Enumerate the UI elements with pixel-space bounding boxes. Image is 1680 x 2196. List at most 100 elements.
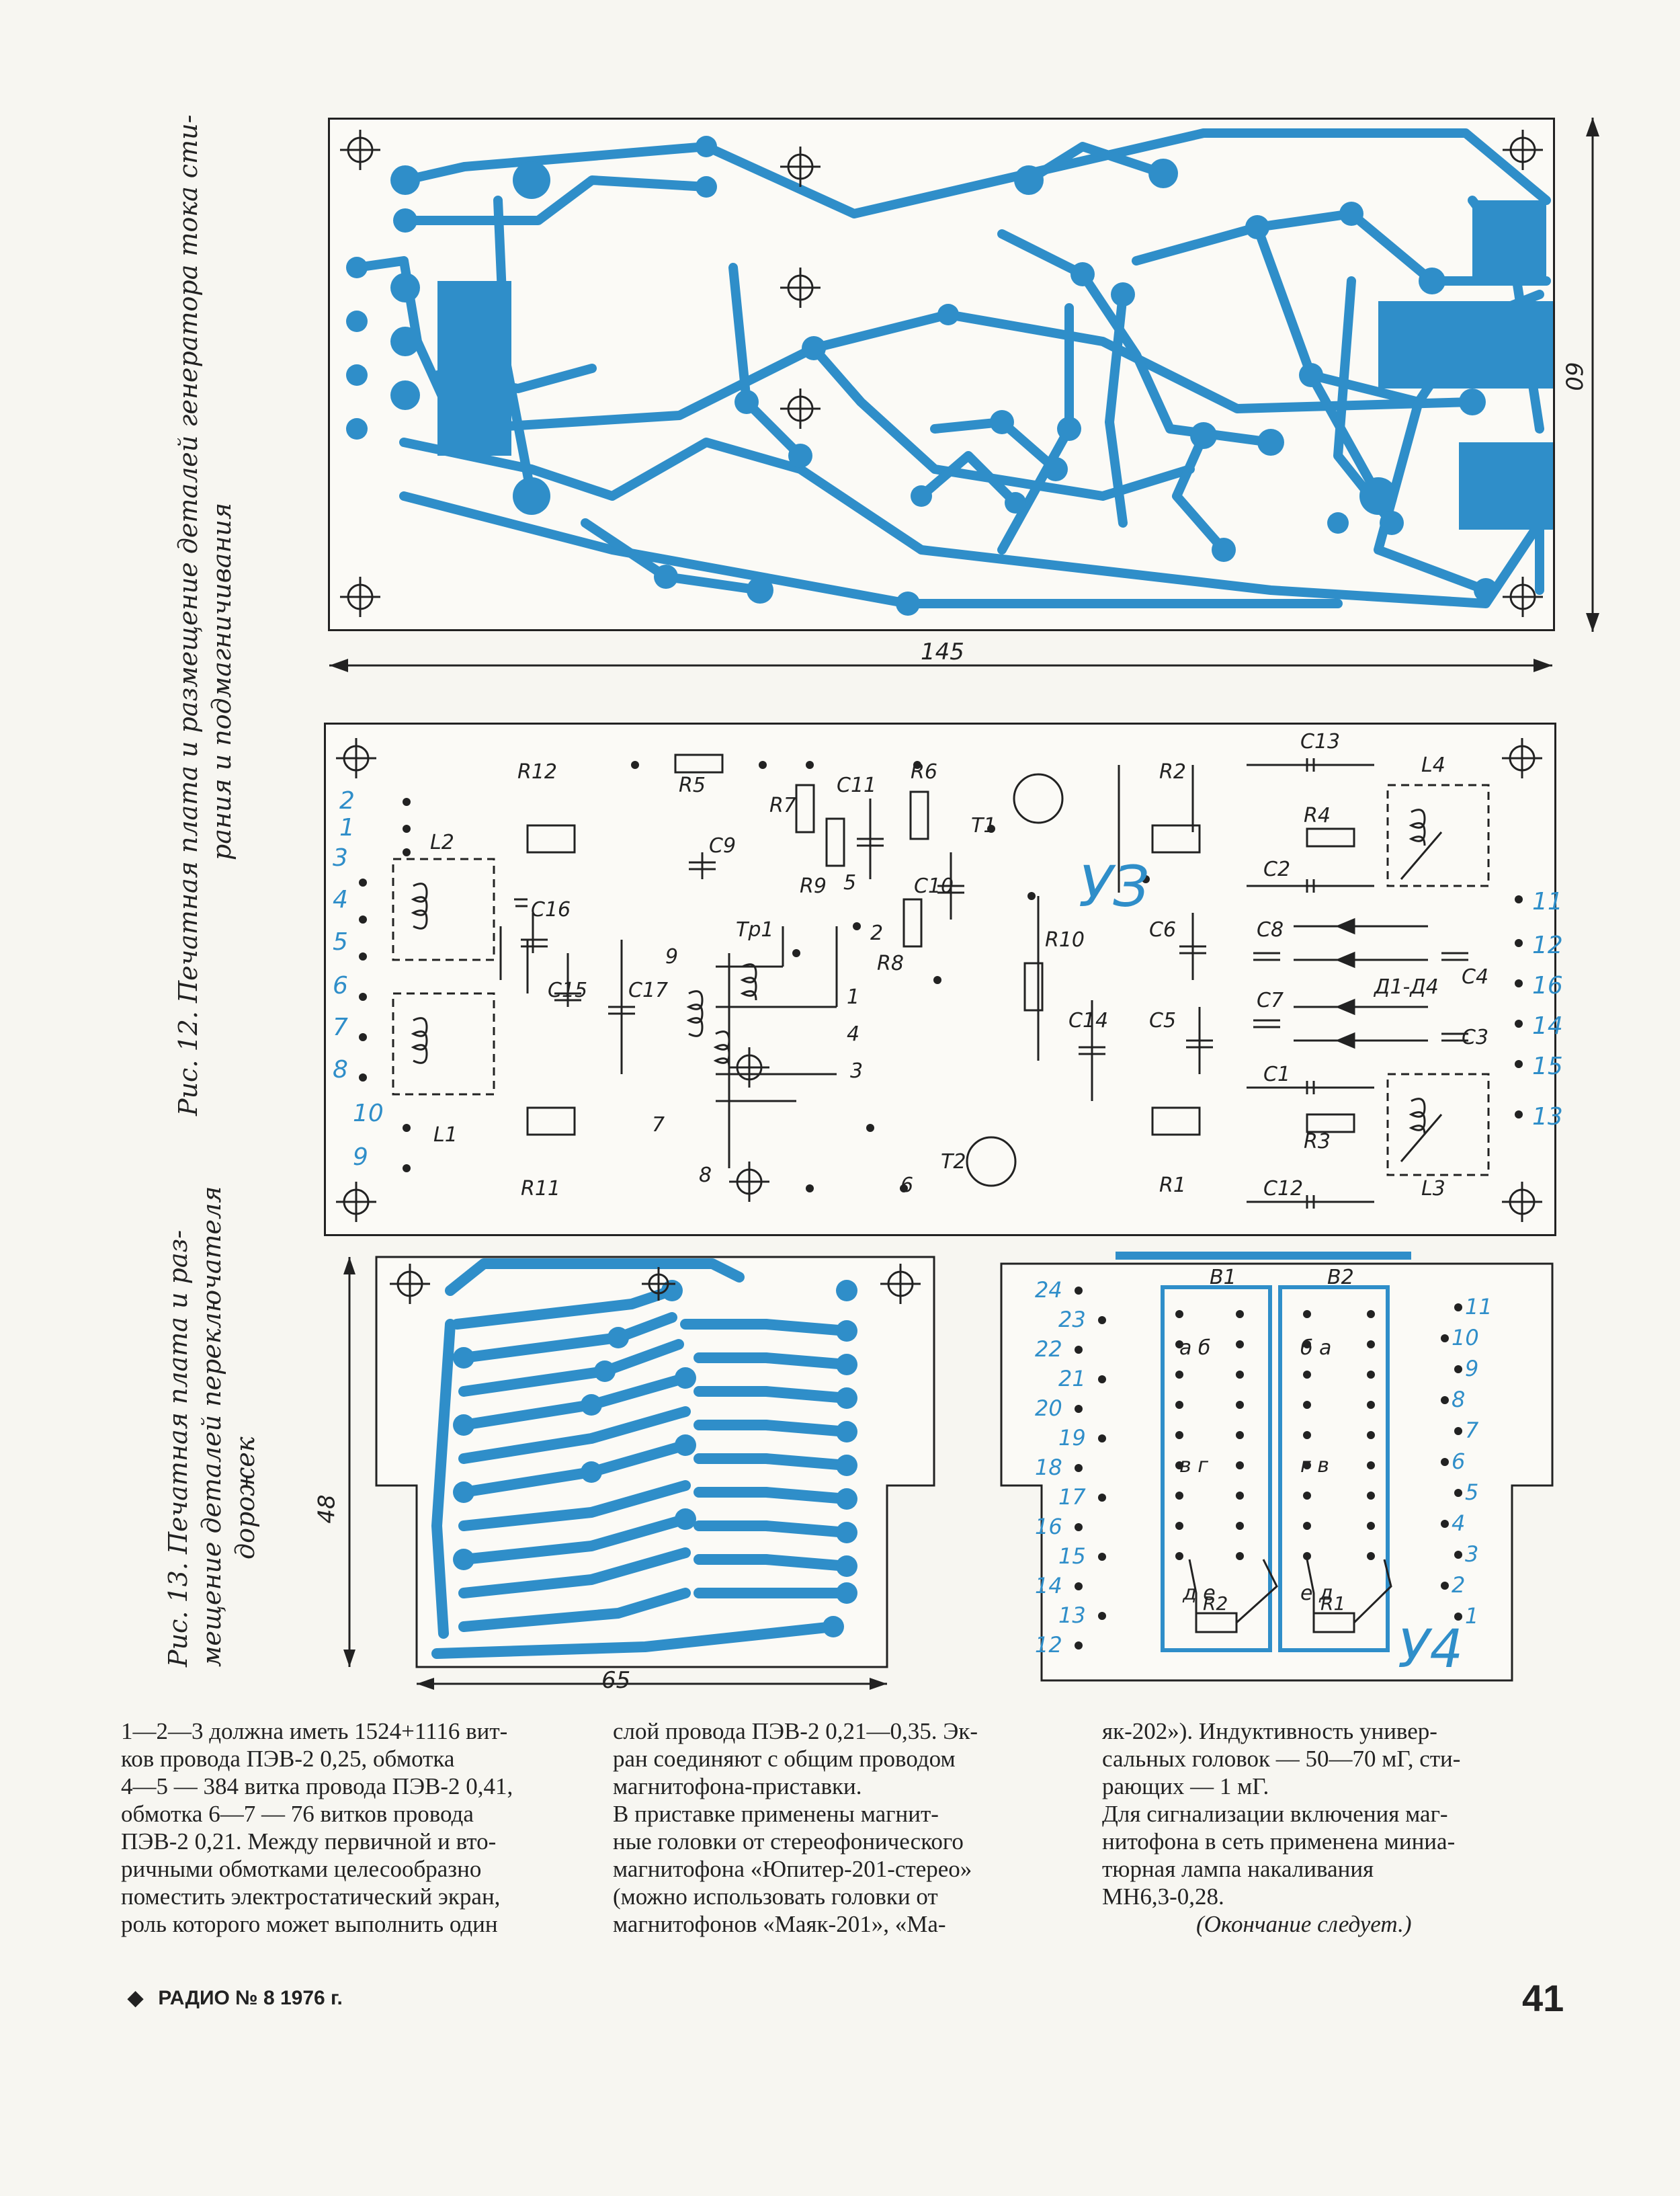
- component-label: C1: [1263, 1063, 1290, 1086]
- transformer-tap-number: 7: [652, 1113, 665, 1137]
- switch-contact: [1236, 1492, 1244, 1500]
- pin-number-left: 14: [1035, 1573, 1062, 1598]
- transformer-tap-number: 4: [847, 1022, 859, 1046]
- component-label: C12: [1263, 1177, 1303, 1201]
- component-label: R6: [911, 760, 937, 784]
- resistor-r1-label: R1: [1320, 1592, 1345, 1615]
- pin-number-left: 20: [1035, 1395, 1062, 1421]
- pin-pad: [1075, 1641, 1083, 1650]
- dimension-145-label: 145: [921, 639, 964, 665]
- contacts-b2-top: б а: [1300, 1336, 1331, 1360]
- component-label: Д1-Д4: [1373, 975, 1439, 999]
- switch-contact: [1175, 1461, 1183, 1469]
- transformer-tap-number: 1: [847, 985, 859, 1009]
- pin-number-left: 16: [1035, 1514, 1062, 1539]
- component-label: C15: [548, 979, 587, 1002]
- text-line: 1—2—3 должна иметь 1524+1116 вит-: [121, 1718, 508, 1744]
- component-label: R2: [1159, 760, 1186, 784]
- switch-contact: [1236, 1522, 1244, 1530]
- text-line: (Окончание следует.): [1196, 1911, 1412, 1937]
- pin-pad: [1075, 1405, 1083, 1413]
- pin-number-right: 11: [1465, 1294, 1493, 1319]
- text-line: обмотка 6—7 — 76 витков провода: [121, 1801, 474, 1827]
- switch-contact: [1303, 1552, 1311, 1560]
- transformer-tap-number: 9: [665, 945, 678, 969]
- component-label: C4: [1462, 965, 1488, 989]
- pin-pad: [1075, 1582, 1083, 1590]
- component-label: C10: [914, 875, 954, 898]
- dimension-145: [329, 659, 1552, 672]
- component-label: Tp1: [736, 918, 773, 942]
- pin-pad: [1075, 1523, 1083, 1531]
- pin-number-left: 18: [1035, 1455, 1062, 1480]
- text-line: сальных головок — 50—70 мГ, сти-: [1102, 1746, 1461, 1772]
- contacts-b2-mid: г в: [1300, 1454, 1329, 1477]
- pin-number-right: 1: [1465, 1603, 1478, 1629]
- module-label-u3: УЗ: [1079, 854, 1149, 920]
- pin-number-right: 5: [1465, 1479, 1478, 1505]
- switch-contact: [1303, 1461, 1311, 1469]
- pin-pad: [1454, 1427, 1462, 1435]
- switch-label-b2: B2: [1327, 1266, 1354, 1289]
- switch-contact: [1367, 1552, 1375, 1560]
- pin-pad: [1098, 1494, 1106, 1502]
- figure-12-caption: Рис. 12. Печатная плата и размещение дет…: [171, 115, 239, 1116]
- text-column-3: як-202»). Индуктивность универ-сальных г…: [1102, 1717, 1572, 1938]
- text-line: ран соединяют с общим проводом: [613, 1746, 956, 1772]
- pin-number-right: 2: [1452, 1572, 1465, 1598]
- pin-number-right: 8: [1452, 1387, 1465, 1412]
- pin-number-left: 3: [333, 844, 348, 872]
- figure-12-caption-line2: рания и подмагничивания: [207, 502, 237, 860]
- pin-pad: [1075, 1346, 1083, 1354]
- pin-pad: [1098, 1434, 1106, 1442]
- text-line: магнитофонов «Маяк-201», «Ма-: [613, 1911, 946, 1937]
- text-line: нитофона в сеть применена миниа-: [1102, 1828, 1456, 1855]
- pin-number-left: 6: [333, 972, 348, 1000]
- contacts-b1-top: а б: [1179, 1336, 1210, 1360]
- text-line: магнитофона «Юпитер-201-стерео»: [613, 1856, 972, 1882]
- component-label: C5: [1149, 1009, 1176, 1032]
- component-label: R9: [800, 875, 827, 898]
- component-label: C16: [531, 898, 571, 922]
- pin-pad: [1098, 1553, 1106, 1561]
- text-line: Для сигнализации включения маг-: [1102, 1801, 1448, 1827]
- switch-contact: [1303, 1492, 1311, 1500]
- text-line: ПЭВ-2 0,21. Между первичной и вто-: [121, 1828, 497, 1855]
- pin-pad: [1454, 1303, 1462, 1311]
- text-line: ков провода ПЭВ-2 0,25, обмотка: [121, 1746, 455, 1772]
- pin-pad: [1454, 1613, 1462, 1621]
- component-label: R12: [517, 760, 557, 784]
- magazine-issue: РАДИО № 8 1976 г.: [158, 1987, 343, 2009]
- pin-number-left: 13: [1058, 1602, 1086, 1628]
- text-column-1: 1—2—3 должна иметь 1524+1116 вит-ков про…: [121, 1717, 578, 1938]
- pin-number-right: 10: [1452, 1325, 1479, 1350]
- pin-pad: [1075, 1464, 1083, 1472]
- pin-number-left: 24: [1035, 1277, 1062, 1303]
- dimension-60-label: 60: [1560, 362, 1587, 391]
- switch-contact: [1367, 1461, 1375, 1469]
- transformer-tap-number: 6: [900, 1174, 913, 1197]
- text-line: магнитофона-приставки.: [613, 1773, 862, 1799]
- pin-number-left: 17: [1058, 1484, 1086, 1510]
- component-label: C3: [1462, 1026, 1488, 1049]
- contacts-b2-bottom: е д: [1300, 1582, 1333, 1605]
- text-line: ные головки от стереофонического: [613, 1828, 964, 1855]
- component-label: T1: [971, 814, 996, 838]
- page-number: 41: [1522, 1977, 1564, 2019]
- switch-layout-drawing: B1 B2 а б в г д е б а г в е д R2 R1 У4 2…: [1000, 1252, 1554, 1682]
- pcb-trace-board: [328, 118, 1555, 631]
- magazine-footer: ◆ РАДИО № 8 1976 г.: [128, 1986, 343, 2010]
- switch-contact: [1236, 1401, 1244, 1409]
- pin-number-left: 5: [333, 928, 348, 956]
- pin-number-right: 14: [1532, 1012, 1563, 1040]
- text-line: В приставке применены магнит-: [613, 1801, 939, 1827]
- pin-pad: [1441, 1520, 1449, 1528]
- component-label: C13: [1300, 730, 1340, 754]
- pin-number-left: 19: [1058, 1425, 1086, 1451]
- component-label: R5: [679, 774, 706, 797]
- switch-contact: [1367, 1431, 1375, 1439]
- switch-contact: [1236, 1340, 1244, 1348]
- pin-pad: [1098, 1316, 1106, 1324]
- switch-contact: [1236, 1461, 1244, 1469]
